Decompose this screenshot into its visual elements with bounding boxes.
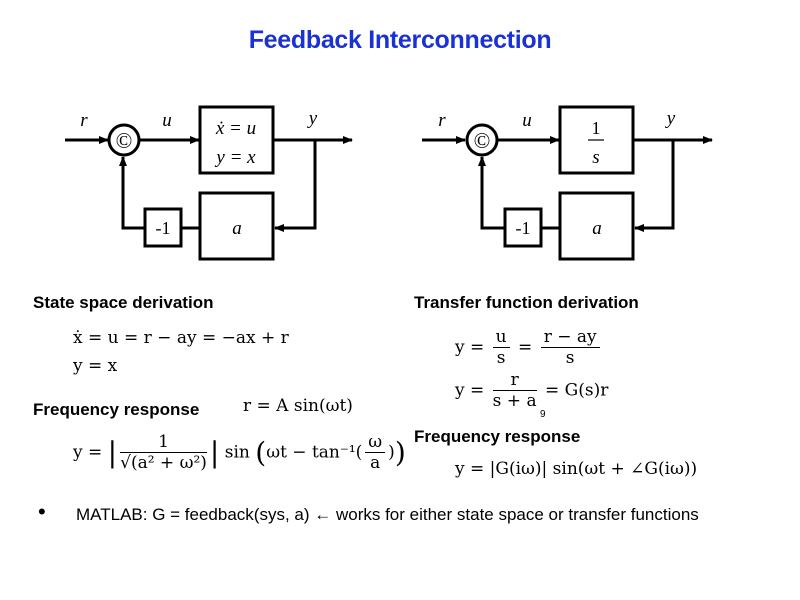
control-signal-label: u: [162, 110, 172, 131]
eq-lhs: y =: [455, 337, 485, 358]
numerator: r: [492, 370, 537, 392]
bullet-marker: •: [38, 499, 46, 524]
state-space-diagram: © ẋ = u y = x a -1 r u y: [65, 105, 353, 261]
feedback-branch: [634, 140, 675, 232]
plant-line-1: ẋ = u: [215, 118, 256, 139]
denominator: s: [565, 348, 575, 369]
state-space-heading: State space derivation: [33, 293, 214, 312]
transfer-function-diagram: © 1 s a -1 r u y: [422, 105, 713, 261]
state-space-eq-2: y = x: [73, 356, 118, 376]
output-signal-label: y: [307, 108, 318, 129]
amplitude-fraction: 1√(a² + ω²): [120, 432, 207, 474]
eq-rhs: = G(s)r: [545, 380, 609, 401]
control-signal-label: u: [522, 110, 532, 131]
transfer-function-heading: Transfer function derivation: [414, 293, 639, 312]
plant-denominator: s: [592, 147, 599, 168]
frequency-response-heading-left: Frequency response: [33, 400, 200, 419]
sign-label: -1: [156, 218, 171, 238]
denominator: s + a: [492, 391, 537, 412]
feedback-return: [119, 156, 145, 230]
paren-open: (: [255, 435, 267, 469]
phase-numerator: ω: [365, 432, 386, 454]
phase-denominator: a: [370, 453, 381, 474]
frequency-response-heading-right: Frequency response: [414, 427, 581, 446]
plant-numerator: 1: [592, 118, 601, 138]
abs-bar-right: |: [209, 435, 220, 469]
gain-label: a: [592, 218, 602, 239]
amplitude-numerator: 1: [120, 432, 207, 454]
numerator: r − ay: [540, 327, 600, 349]
page-number: 9: [540, 409, 546, 420]
plant-block: [198, 105, 275, 175]
gain-label: a: [232, 218, 242, 239]
output-signal-label: y: [665, 108, 676, 129]
input-sinusoid-eq: r = A sin(ωt): [243, 396, 353, 416]
summing-junction-symbol: ©: [116, 128, 133, 153]
state-space-eq-1: ẋ = u = r − ay = −ax + r: [73, 328, 289, 348]
input-signal-label: r: [438, 110, 446, 131]
abs-bar-left: |: [107, 435, 118, 469]
sin-function: sin: [224, 442, 250, 463]
slide-title: Feedback Interconnection: [248, 26, 552, 54]
input-signal-label: r: [80, 110, 88, 131]
gain-block: [198, 191, 275, 261]
amplitude-denominator: √(a² + ω²): [120, 453, 207, 474]
eq-lhs: y =: [455, 380, 485, 401]
eq-lhs: y =: [73, 442, 103, 463]
numerator: u: [492, 327, 510, 349]
matlab-bullet-text: MATLAB: G = feedback(sys, a) ← works for…: [76, 505, 699, 524]
feedback-branch: [274, 140, 317, 232]
frequency-response-eq-right: y = |G(iω)| sin(ωt + ∠G(iω)): [455, 459, 698, 479]
plant-line-2: y = x: [214, 147, 256, 168]
feedback-return: [478, 156, 505, 230]
paren-close: ): [394, 435, 406, 469]
denominator: s: [496, 348, 506, 369]
summing-junction-symbol: ©: [474, 128, 491, 153]
gain-block: [558, 191, 635, 261]
phase-expression: ωt − tan⁻¹: [266, 442, 356, 463]
sign-label: -1: [516, 218, 531, 238]
block-diagrams: © ẋ = u y = x a -1 r u y © 1 s a -1 r u: [65, 105, 713, 261]
